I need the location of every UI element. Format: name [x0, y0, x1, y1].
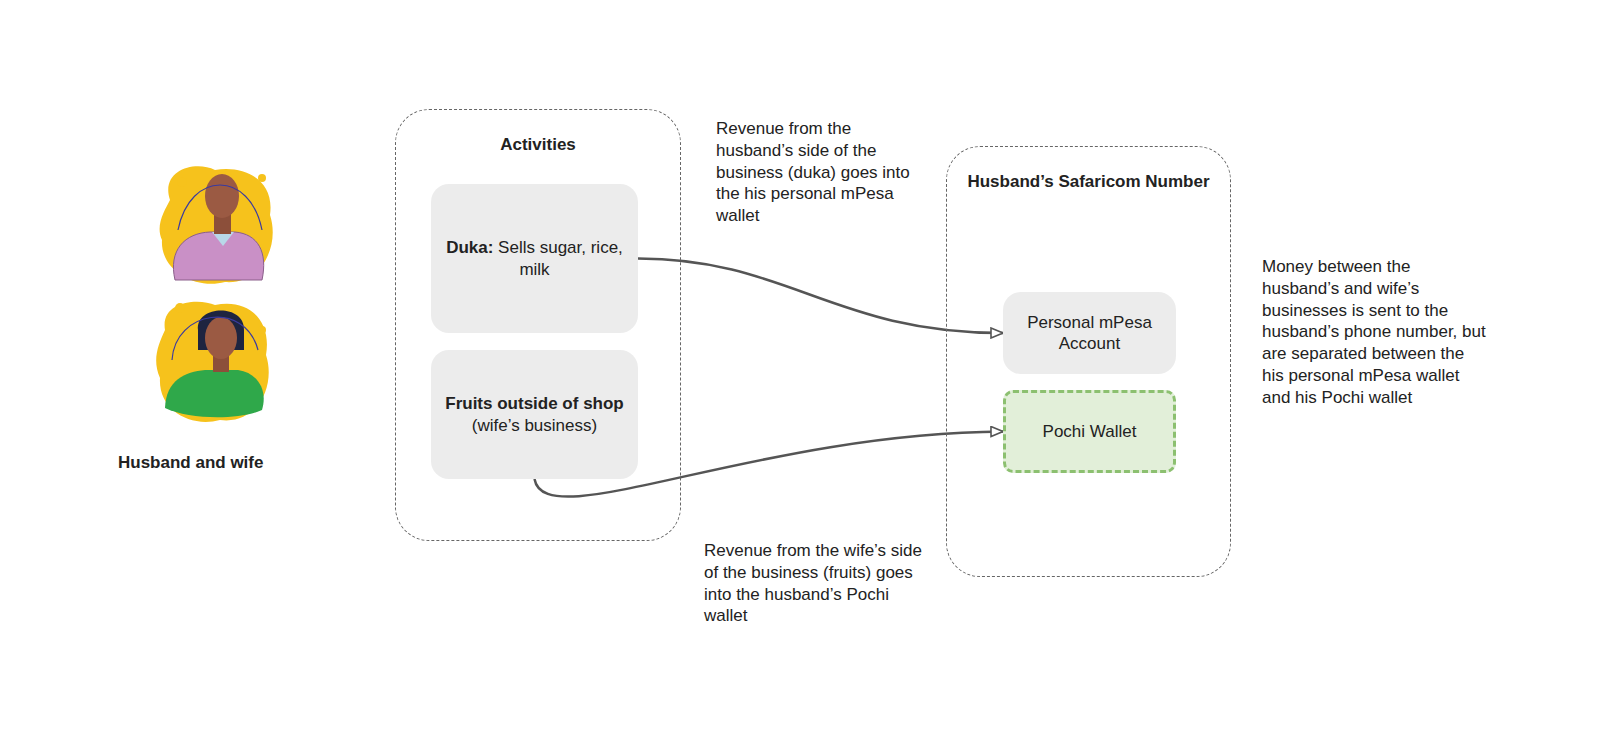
box-heading: Duka:	[446, 238, 493, 257]
husband-figure	[160, 166, 273, 284]
box-heading: Fruits outside of shop	[445, 394, 624, 413]
note-text: Money between the husband’s and wife’s b…	[1262, 256, 1490, 408]
box-label: Pochi Wallet	[1043, 421, 1137, 442]
group-label: Husband and wife	[118, 452, 318, 474]
flow-arrow	[638, 259, 1003, 334]
group-title: Activities	[396, 134, 680, 155]
activity-box: Duka: Sells sugar, rice, milk	[431, 184, 638, 333]
box-label: Personal mPesa Account	[1017, 312, 1162, 355]
people-illustration	[0, 0, 400, 460]
account-box: Personal mPesa Account	[1003, 292, 1176, 374]
box-text: Fruits outside of shop (wife’s business)	[445, 393, 624, 436]
group-container: Husband’s Safaricom NumberPersonal mPesa…	[946, 146, 1231, 577]
wife-figure	[156, 302, 269, 422]
group-title: Husband’s Safaricom Number	[947, 171, 1230, 192]
group-container: ActivitiesDuka: Sells sugar, rice, milkF…	[395, 109, 681, 541]
box-text: Duka: Sells sugar, rice, milk	[445, 237, 624, 280]
note-text: Revenue from the husband’s side of the b…	[716, 118, 926, 227]
activity-box: Fruits outside of shop (wife’s business)	[431, 350, 638, 479]
wallet-box: Pochi Wallet	[1003, 390, 1176, 473]
note-text: Revenue from the wife’s side of the busi…	[704, 540, 929, 627]
box-label: (wife’s business)	[472, 416, 597, 435]
box-text: Personal mPesa Account	[1017, 312, 1162, 355]
box-text: Pochi Wallet	[1043, 421, 1137, 442]
box-label: Sells sugar, rice, milk	[498, 238, 623, 278]
